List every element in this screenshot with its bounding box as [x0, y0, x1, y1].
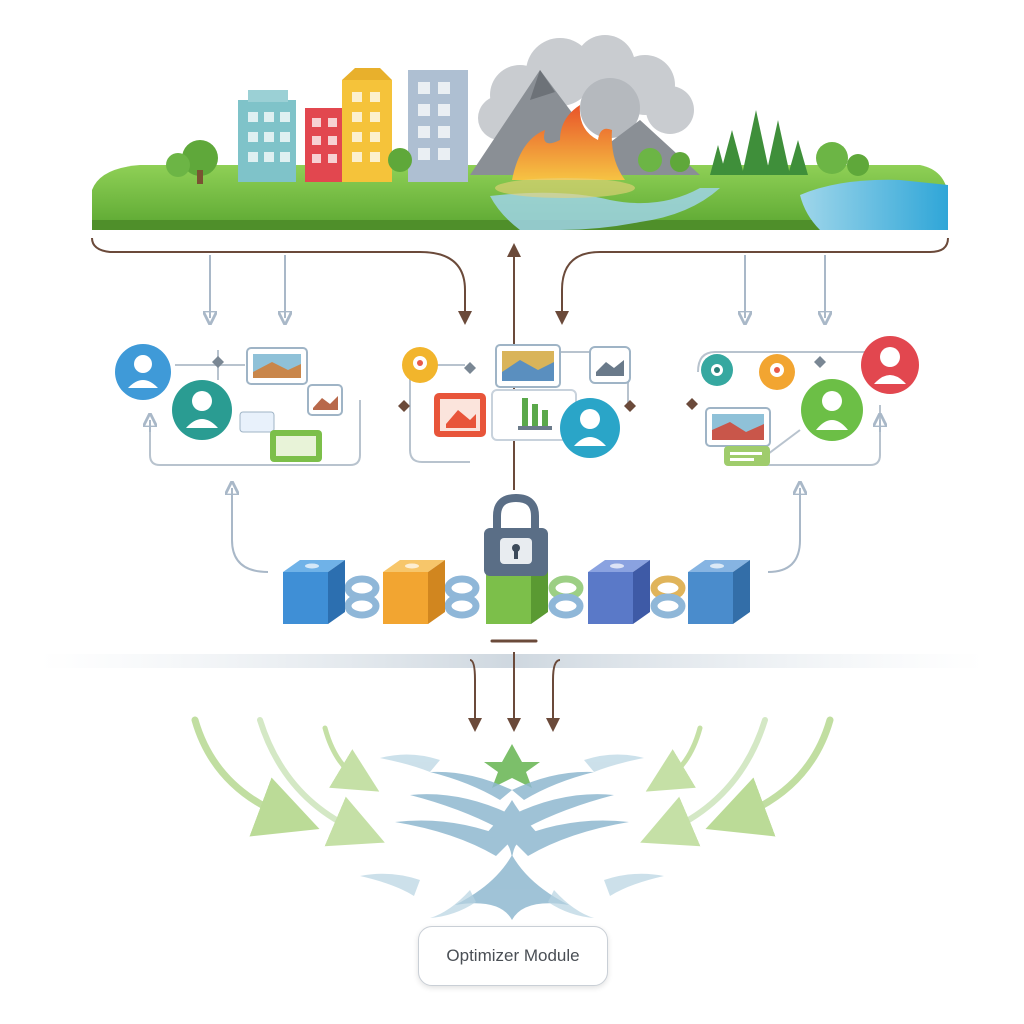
optimizer-module-text: Optimizer Module — [446, 946, 580, 965]
map-icon — [246, 347, 308, 385]
smoke-cloud — [478, 35, 694, 140]
river — [490, 188, 720, 230]
client-cluster-right — [686, 336, 919, 466]
optimizer-tree-shape — [360, 744, 664, 920]
user-icon — [861, 336, 919, 394]
document-icon — [724, 446, 770, 466]
map-icon — [705, 407, 771, 447]
lock-icon — [484, 493, 548, 576]
block-icon — [688, 560, 750, 624]
user-icon — [115, 344, 171, 400]
location-pin-icon — [759, 354, 795, 390]
city-buildings — [238, 68, 468, 182]
optimizer-module-label: Optimizer Module — [418, 926, 608, 986]
trees — [166, 110, 869, 184]
chain-link-icon — [344, 575, 686, 619]
wildfire — [495, 105, 635, 198]
block-icon — [383, 560, 445, 624]
document-icon — [434, 393, 486, 437]
cluster-to-chain-connectors — [150, 420, 880, 573]
location-pin-icon — [701, 354, 733, 386]
block-icon — [588, 560, 650, 624]
client-cluster-center — [398, 344, 636, 463]
map-icon — [589, 346, 631, 384]
document-icon — [239, 411, 322, 462]
node-diamond — [212, 356, 224, 368]
map-icon — [495, 344, 561, 388]
user-icon — [560, 398, 620, 458]
client-cluster-left — [115, 344, 361, 466]
blockchain — [283, 493, 750, 624]
block-icon — [283, 560, 345, 624]
aggregation-flow — [191, 716, 834, 847]
chain-to-optimizer-connectors — [40, 639, 984, 732]
map-icon — [307, 384, 343, 416]
divider-band — [40, 654, 984, 668]
user-icon — [172, 380, 232, 440]
location-pin-icon — [402, 347, 438, 383]
landscape-scene — [92, 35, 948, 230]
lake — [800, 179, 948, 230]
user-icon — [801, 379, 863, 441]
